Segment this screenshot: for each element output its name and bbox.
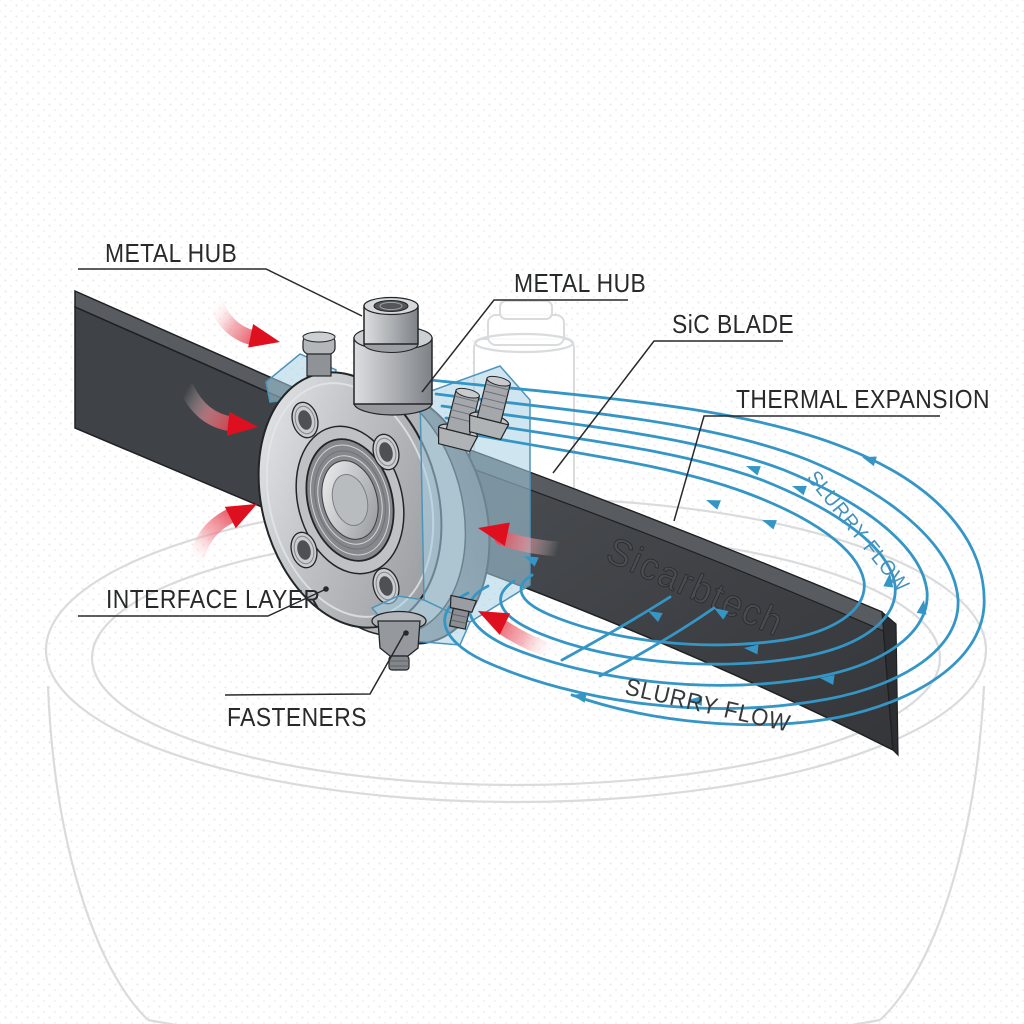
bore-thread-ring bbox=[317, 455, 383, 545]
leader-interface-layer bbox=[78, 589, 325, 617]
tank-bottom bbox=[147, 1018, 881, 1024]
label-metal-hub-left: METAL HUB bbox=[105, 240, 237, 269]
label-interface-layer: INTERFACE LAYER bbox=[106, 586, 321, 615]
stud-top-left bbox=[302, 331, 336, 377]
caption-slurry-flow-upper: SLURRY FLOW bbox=[802, 467, 913, 597]
annotations: METAL HUB METAL HUB SiC BLADE THERMAL EX… bbox=[78, 240, 990, 733]
bore-thread-ring bbox=[314, 450, 386, 550]
streamline bbox=[434, 392, 960, 710]
leader-metal-hub-left bbox=[78, 268, 363, 317]
leader-fasteners bbox=[224, 633, 405, 696]
rotation-arrow-head bbox=[248, 324, 280, 348]
bore-inner bbox=[331, 474, 369, 526]
leader-thermal-expansion bbox=[673, 415, 940, 522]
streamline-arrowheads bbox=[524, 456, 927, 706]
streamline bbox=[444, 416, 897, 666]
rotation-arrows-right bbox=[478, 522, 566, 660]
bore-thread-ring bbox=[310, 444, 390, 556]
rotation-arrows-left bbox=[179, 291, 280, 574]
shaft-cap bbox=[499, 300, 553, 320]
leader-metal-hub-top bbox=[421, 299, 628, 393]
streamline bbox=[428, 378, 986, 726]
rotation-arrow-tail bbox=[188, 508, 238, 574]
hub-hardware bbox=[302, 296, 512, 671]
label-thermal-expansion: THERMAL EXPANSION bbox=[736, 386, 990, 415]
hub-top-boss bbox=[353, 296, 433, 416]
tank-wall-left bbox=[46, 685, 149, 1021]
label-metal-hub-top: METAL HUB bbox=[514, 270, 646, 299]
streamline-over-blade bbox=[598, 606, 716, 678]
streamline-over-blade bbox=[560, 595, 672, 662]
rotation-arrow-tail bbox=[496, 620, 564, 660]
rotation-arrow-head bbox=[478, 611, 511, 635]
leader-sic-blade bbox=[552, 340, 783, 474]
rotation-arrow-head bbox=[478, 522, 510, 546]
rotation-arrow-tail bbox=[206, 291, 262, 346]
label-fasteners: FASTENERS bbox=[227, 704, 367, 733]
stud-right-2 bbox=[468, 375, 512, 441]
fastener-bottom-right bbox=[448, 594, 478, 630]
fastener-bottom-front bbox=[371, 610, 427, 671]
rotation-arrow-head bbox=[226, 411, 258, 436]
label-sic-blade: SiC BLADE bbox=[672, 311, 794, 340]
rotation-arrow-head bbox=[224, 504, 257, 529]
leader-dot-fasteners bbox=[403, 630, 409, 636]
slurry-streamlines bbox=[428, 378, 986, 726]
rotation-arrow-tail bbox=[494, 530, 566, 557]
right-blade: Sicarbtech bbox=[451, 448, 899, 757]
shaft-shoulder-line bbox=[473, 332, 575, 354]
streamline bbox=[448, 428, 866, 647]
tank-wall-right bbox=[879, 685, 986, 1021]
rotation-arrow-tail bbox=[179, 381, 240, 432]
leader-dot-interface-layer bbox=[323, 586, 329, 592]
streamline bbox=[440, 404, 929, 687]
